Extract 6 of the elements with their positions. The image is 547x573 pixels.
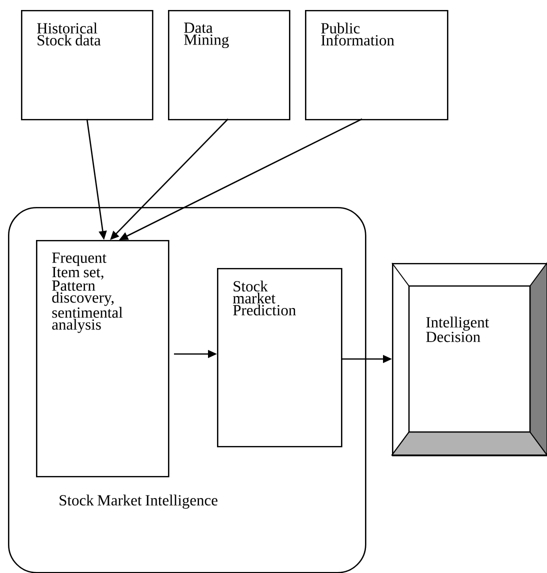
process-box: Stock market Prediction <box>217 268 342 448</box>
process-box: Data Mining <box>168 10 290 120</box>
process-box: Public Information <box>305 10 448 120</box>
process-box: Frequent Item set, Pattern discovery, sentimental analysis <box>36 240 170 478</box>
arrow <box>110 118 228 240</box>
process-box: Historical Stock data <box>21 10 154 120</box>
